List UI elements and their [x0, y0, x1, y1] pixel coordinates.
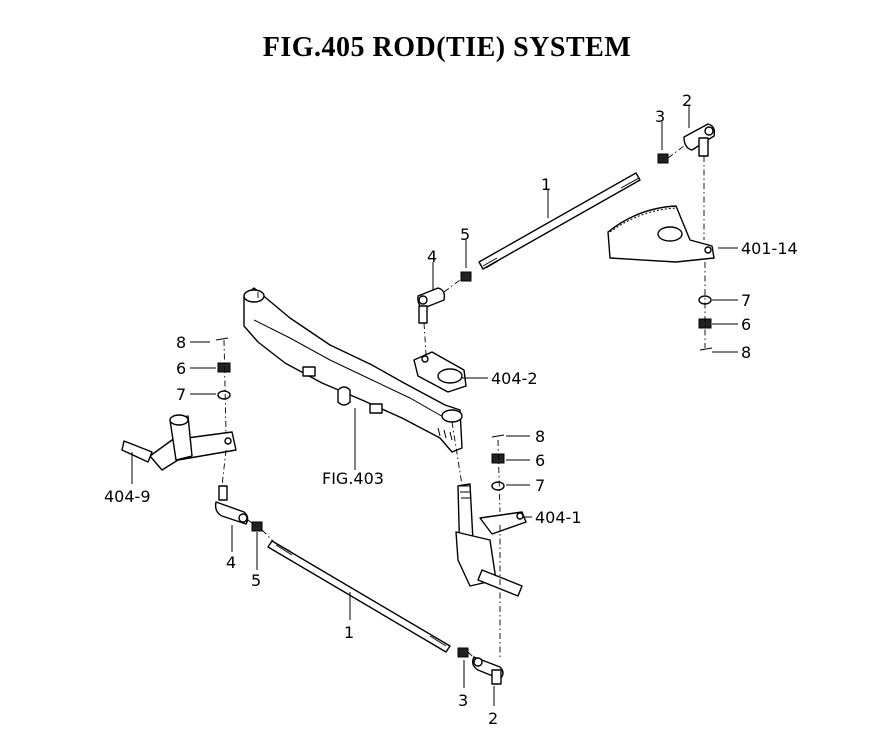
callout-part-7-right: 7: [741, 291, 751, 310]
callout-part-3-upper: 3: [655, 107, 665, 126]
hardware-mid: [491, 434, 505, 491]
callout-part-6-mid: 6: [535, 451, 545, 470]
callout-part-3-lower: 3: [458, 691, 468, 710]
callout-part-8-right: 8: [741, 343, 751, 362]
jam-nut-lower-left: [251, 521, 263, 532]
callout-part-2-lower: 2: [488, 709, 498, 728]
tie-rod-end-lower-left: [214, 485, 249, 525]
knuckle-left-404-9: [121, 414, 237, 471]
jam-nut-upper-left: [460, 271, 472, 282]
upper-tie-rod: [478, 172, 641, 270]
callout-part-404-2: 404-2: [491, 369, 538, 388]
tie-rod-end-lower-right: [471, 656, 504, 685]
callout-part-7-left: 7: [176, 385, 186, 404]
callout-part-401-14: 401-14: [741, 239, 798, 258]
callout-part-4-lower: 4: [226, 553, 236, 572]
callout-part-6-right: 6: [741, 315, 751, 334]
callout-part-404-9: 404-9: [104, 487, 151, 506]
callout-part-4-upper: 4: [427, 247, 437, 266]
leader-lines: [131, 106, 738, 706]
callout-part-404-1: 404-1: [535, 508, 582, 527]
callout-part-5-upper: 5: [460, 225, 470, 244]
knuckle-right-404-1: [455, 483, 527, 597]
callout-part-1-upper: 1: [541, 175, 551, 194]
assembly-centerlines: [221, 145, 706, 661]
callout-part-7-mid: 7: [535, 476, 545, 495]
steering-arm-404-2: [413, 351, 467, 393]
callout-part-5-lower: 5: [251, 571, 261, 590]
tie-rod-end-upper-left: [417, 287, 446, 324]
jam-nut-upper-right: [657, 153, 669, 164]
callout-part-2-upper: 2: [682, 91, 692, 110]
callout-part-8-mid: 8: [535, 427, 545, 446]
sector-gear: [607, 205, 715, 263]
figure-title: FIG.405 ROD(TIE) SYSTEM: [262, 32, 632, 63]
callout-part-6-left: 6: [176, 359, 186, 378]
tie-rod-end-upper-right: [683, 123, 716, 157]
lower-tie-rod: [267, 540, 451, 653]
callout-fig-403: FIG.403: [322, 469, 384, 488]
hardware-right: [698, 295, 713, 351]
callout-part-8-left: 8: [176, 333, 186, 352]
jam-nut-lower-right: [457, 647, 469, 658]
hardware-left: [215, 337, 231, 400]
front-axle-beam: [243, 287, 463, 453]
callout-part-1-lower: 1: [344, 623, 354, 642]
